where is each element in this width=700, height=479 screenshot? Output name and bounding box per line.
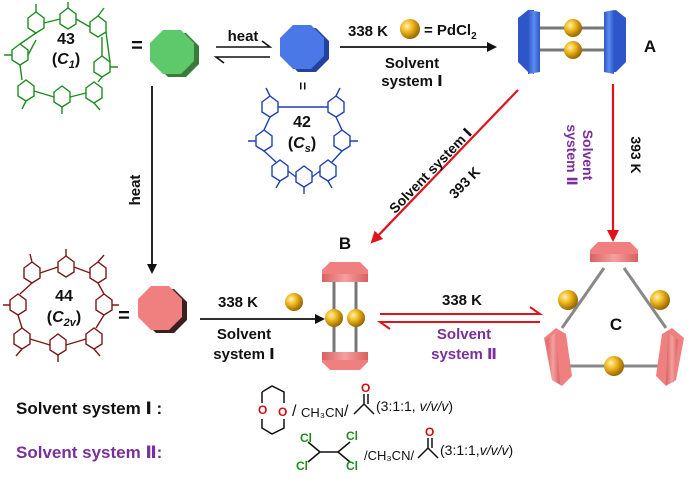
legend-s2-ch3cn: /CH₃CN/: [364, 448, 414, 463]
cage-43-symmetry: (C1): [52, 51, 80, 71]
cl-4: Cl: [346, 459, 358, 473]
legend-s1-slash-1: /: [292, 403, 297, 420]
bottom-left-solvent-line2: system Ⅰ: [213, 346, 274, 363]
product-B-label: B: [339, 234, 351, 253]
bottom-right-temp-label: 338 K: [442, 292, 482, 309]
product-A-assembly: [518, 10, 626, 74]
legend-s1-slash-2: /: [344, 403, 349, 420]
diag-solvent-label: Solvent system Ⅰ: [386, 125, 475, 217]
bottom-right-solvent-line2: system Ⅱ: [431, 346, 497, 363]
blue-octagon: [280, 25, 329, 72]
top-solvent-line1: Solvent: [385, 55, 439, 72]
cage-43-number: 43: [57, 31, 75, 48]
cl-1: Cl: [300, 431, 312, 445]
product-A-label: A: [644, 37, 656, 56]
product-C-label: C: [610, 315, 622, 334]
bottom-left-temp-label: 338 K: [218, 294, 258, 311]
cage-42-symmetry: (Cs): [288, 135, 316, 155]
cage-44-structure: [3, 249, 119, 362]
cl-2: Cl: [296, 459, 308, 473]
acetone-structure-1: [353, 394, 375, 415]
right-temp-label: 393 K: [628, 136, 644, 173]
dioxane-structure: [261, 385, 285, 435]
equals-sign-44: =: [118, 305, 130, 327]
equilibrium-heat-label: heat: [228, 28, 259, 45]
cage-44-number: 44: [55, 288, 73, 305]
product-C-assembly: [544, 242, 684, 386]
acetone-structure-2: [417, 438, 439, 459]
equilibrium-arrows: [213, 40, 273, 64]
cage-42-structure: [248, 87, 358, 194]
bottom-right-solvent-line1: Solvent: [437, 326, 491, 343]
legend-s1-ch3cn: CH₃CN: [301, 405, 344, 420]
green-octagon: [150, 30, 199, 77]
equals-sign-43: =: [131, 35, 143, 57]
right-solvent-line2: system Ⅱ: [564, 124, 580, 185]
legend-s1-label: Solvent system Ⅰ :: [16, 399, 162, 418]
legend-s1-ratio: (3:1:1, v/v/v): [376, 398, 453, 414]
pd-sphere-legend: [400, 19, 420, 39]
pink-octagon: [138, 286, 187, 333]
right-solvent-line1: Solvent: [580, 130, 596, 181]
bottom-left-solvent-line1: Solvent: [217, 326, 271, 343]
diag-temp-label: 393 K: [446, 164, 483, 202]
top-solvent-line2: system Ⅰ: [381, 73, 442, 90]
cl-3: Cl: [346, 429, 358, 443]
product-B-assembly: [322, 262, 368, 370]
cage-44-symmetry: (C2v): [47, 309, 81, 329]
cage-42-number: 42: [293, 114, 311, 131]
B-C-equilibrium-arrows: [376, 306, 544, 330]
dioxane-o-bottom: O: [278, 405, 287, 419]
legend-s2-label: Solvent system Ⅱ:: [16, 443, 162, 462]
tetrachloroethane-structure: [307, 441, 351, 463]
heat-down-label: heat: [127, 175, 144, 206]
dioxane-o-top: O: [258, 403, 267, 417]
legend-s2-ratio: (3:1:1,v/v/v): [440, 442, 513, 458]
pd-sphere-bottom: [285, 293, 303, 311]
arrow-A-to-B: [370, 89, 519, 244]
acetone-o-2: O: [425, 425, 434, 439]
top-temperature-label: 338 K: [348, 23, 388, 40]
acetone-o-1: O: [361, 381, 370, 395]
parallel-mark: =: [295, 82, 311, 90]
cage-43-structure: [4, 2, 118, 114]
pdcl2-label: = PdCl2: [424, 22, 477, 42]
